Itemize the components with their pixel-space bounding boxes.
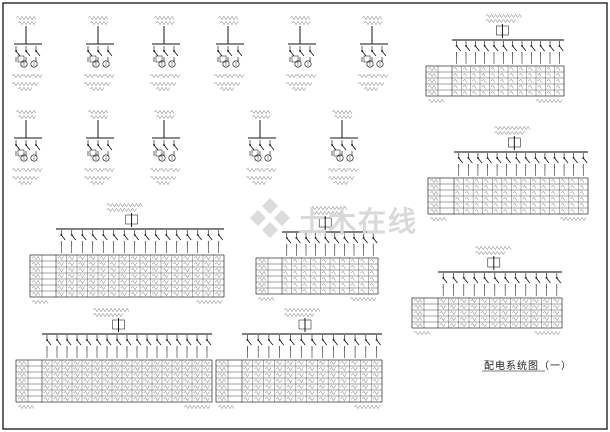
distribution-panel-4 (427, 126, 589, 221)
small-panel-6 (357, 16, 389, 91)
small-panel-5 (285, 16, 317, 91)
distribution-panel-1 (29, 203, 225, 304)
small-panel-7 (11, 110, 43, 185)
small-panel-11 (327, 110, 359, 185)
small-panel-3 (149, 16, 181, 91)
small-panel-10 (245, 110, 277, 185)
small-panel-8 (83, 110, 115, 185)
distribution-panel-3 (425, 14, 565, 103)
drawing-title: 配电系统图（一） (484, 361, 572, 372)
distribution-panel-2 (255, 206, 379, 301)
small-panel-2 (83, 16, 115, 91)
distribution-panel-7 (215, 308, 383, 409)
small-panel-4 (213, 16, 245, 91)
distribution-panel-6 (15, 308, 213, 409)
distribution-panel-5 (411, 246, 563, 335)
small-panel-1 (11, 16, 43, 91)
small-panel-9 (149, 110, 181, 185)
